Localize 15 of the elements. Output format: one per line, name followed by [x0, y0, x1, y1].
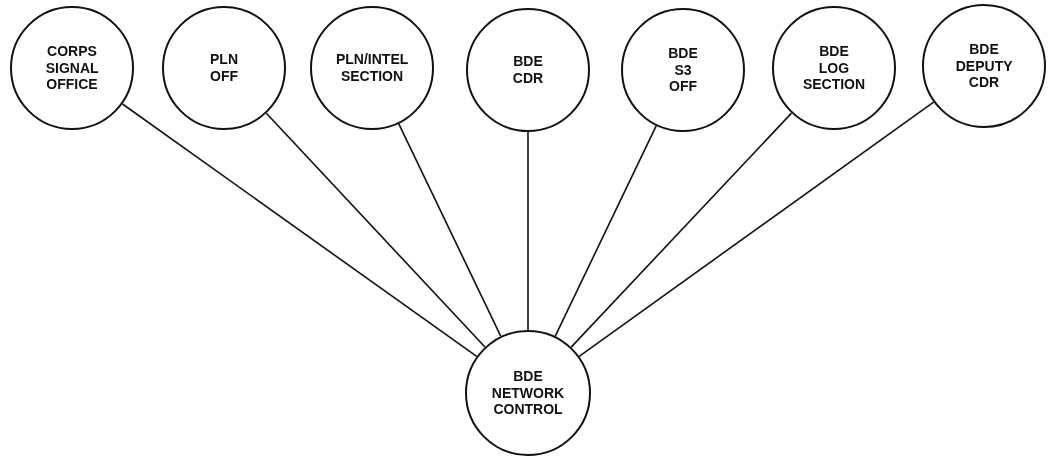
connector-line [265, 112, 486, 348]
connector-line [578, 101, 935, 358]
connector-line [570, 112, 793, 348]
connector-line [554, 125, 657, 337]
node-label: BDE CDR [512, 53, 544, 87]
node-label: BDE S3 OFF [668, 44, 698, 96]
node-label: BDE NETWORK CONTROL [491, 367, 565, 419]
connector-line [527, 131, 529, 331]
connector-line [121, 103, 478, 358]
node-label: PLN/INTEL SECTION [335, 51, 409, 85]
node-label: BDE DEPUTY CDR [955, 40, 1013, 92]
node-label: PLN OFF [210, 51, 238, 85]
connector-line [398, 123, 502, 337]
node-label: CORPS SIGNAL OFFICE [45, 42, 99, 94]
node-label: BDE LOG SECTION [802, 42, 866, 94]
